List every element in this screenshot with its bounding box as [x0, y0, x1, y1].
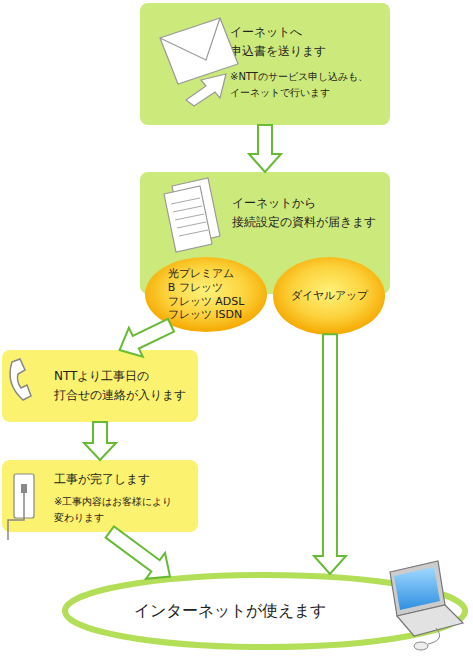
text-area: イーネットから 接続設定の資料が届きます [232, 194, 384, 232]
text-area: イーネットへ 申込書を送ります ※NTTのサービス申し込みも、 イーネットで行いま… [230, 23, 388, 101]
ellipse-node: インターネットが使えます [62, 572, 468, 650]
process-box: 工事が完了します ※工事内容はお客様により 変わります [2, 460, 198, 532]
process-box: NTTより工事日の 打合せの連絡が入ります [2, 350, 198, 422]
text-area: 工事が完了します ※工事内容はお客様により 変わります [54, 470, 192, 526]
ellipse-node: ダイヤルアップ [273, 257, 385, 335]
flow-arrow [249, 125, 281, 172]
category-ellipse [145, 257, 267, 332]
node-note: ※NTTのサービス申し込みも、 イーネットで行います [230, 69, 388, 101]
category-ellipse [273, 257, 385, 335]
node-text: 工事が完了します [54, 470, 192, 489]
node-text: イーネットから 接続設定の資料が届きます [232, 194, 384, 232]
ellipse-node: 光プレミアムB フレッツフレッツ ADSLフレッツ ISDN [145, 257, 267, 332]
flow-arrow [84, 422, 116, 460]
text-column: インターネットが使えます [134, 601, 326, 621]
text-column: 光プレミアムB フレッツフレッツ ADSLフレッツ ISDN [168, 267, 245, 322]
node-note: ※工事内容はお客様により 変わります [54, 494, 192, 526]
process-box: イーネットへ 申込書を送ります ※NTTのサービス申し込みも、 イーネットで行いま… [140, 3, 390, 125]
text-column: ダイヤルアップ [291, 289, 368, 303]
node-note: フレッツ ISDN [168, 308, 245, 322]
node-text: ダイヤルアップ [291, 289, 368, 303]
node-note: B フレッツ [168, 281, 245, 295]
text-area: ダイヤルアップ [273, 257, 385, 335]
node-text: 光プレミアム [168, 267, 245, 281]
flow-arrow [106, 526, 170, 578]
node-text: インターネットが使えます [134, 601, 326, 621]
text-area: 光プレミアムB フレッツフレッツ ADSLフレッツ ISDN [145, 257, 267, 332]
mouse [414, 642, 428, 650]
flow-arrow [314, 334, 346, 574]
result-ellipse [65, 575, 465, 647]
node-note: フレッツ ADSL [168, 295, 245, 309]
text-area: インターネットが使えます [62, 572, 468, 650]
node-text: イーネットへ 申込書を送ります [230, 23, 388, 61]
text-area: NTTより工事日の 打合せの連絡が入ります [54, 367, 194, 405]
node-text: NTTより工事日の 打合せの連絡が入ります [54, 367, 194, 405]
